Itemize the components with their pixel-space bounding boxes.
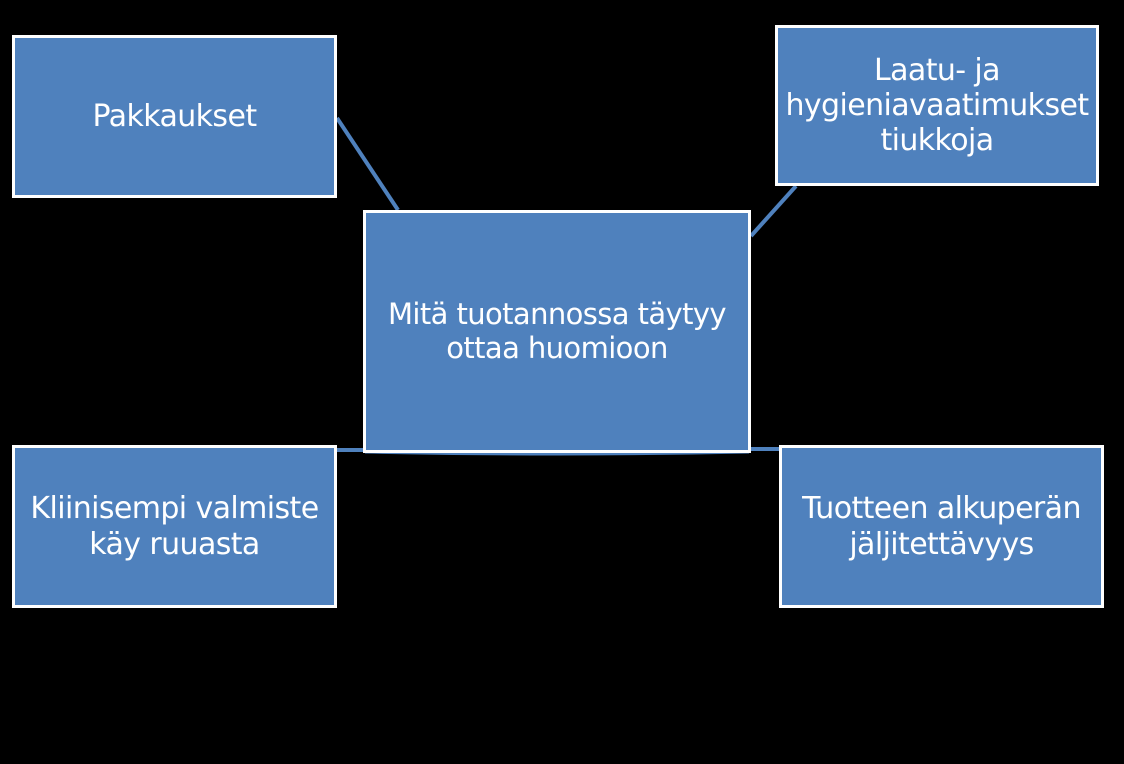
node-center-topic-label: Mitä tuotannossa täytyy ottaa huomioon bbox=[388, 296, 727, 365]
node-laatu-hygienia: Laatu- ja hygieniavaatimukset tiukkoja bbox=[775, 25, 1099, 186]
node-kliinisempi-valmiste: Kliinisempi valmiste käy ruuasta bbox=[12, 445, 337, 608]
node-kliinisempi-valmiste-label: Kliinisempi valmiste käy ruuasta bbox=[30, 491, 319, 562]
node-laatu-hygienia-label: Laatu- ja hygieniavaatimukset tiukkoja bbox=[785, 52, 1089, 159]
node-pakkaukset: Pakkaukset bbox=[12, 35, 337, 198]
node-jaljitettavyys: Tuotteen alkuperän jäljitettävyys bbox=[779, 445, 1104, 608]
connector-top-left bbox=[335, 116, 400, 212]
connector-top-right bbox=[749, 184, 798, 238]
node-center-topic: Mitä tuotannossa täytyy ottaa huomioon bbox=[363, 210, 751, 453]
node-pakkaukset-label: Pakkaukset bbox=[92, 98, 258, 134]
node-jaljitettavyys-label: Tuotteen alkuperän jäljitettävyys bbox=[802, 491, 1081, 562]
